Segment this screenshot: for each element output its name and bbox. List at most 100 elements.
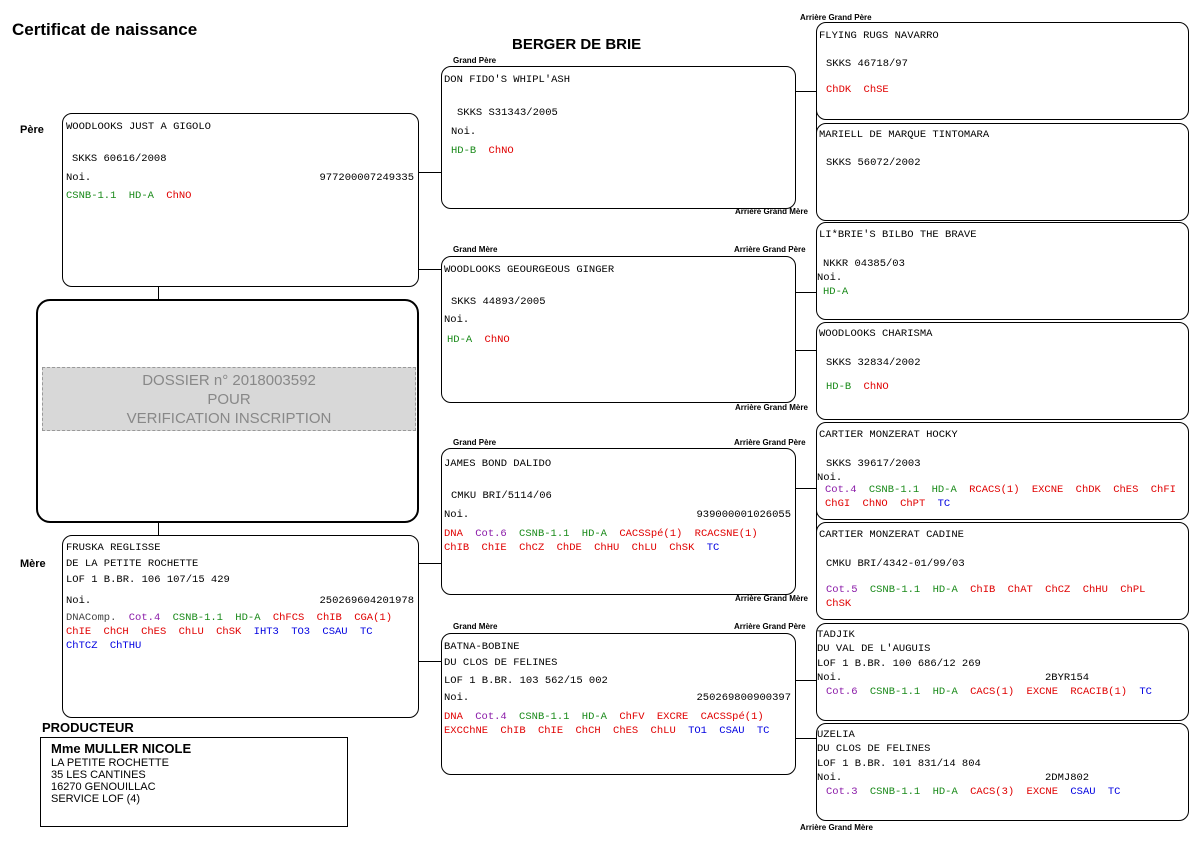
great-grandparent-card-4: WOODLOOKS CHARISMA SKKS 32834/2002 HD-B … [816, 322, 1189, 420]
title-tag: TC [706, 542, 720, 554]
title-tag: ChAT [1007, 584, 1033, 596]
dog-registration: CMKU BRI/4342-01/99/03 [826, 558, 965, 570]
great-grandparent-card-8: UZELIA DU CLOS DE FELINES LOF 1 B.BR. 10… [816, 723, 1189, 821]
label-arriere-gm-3: Arrière Grand Mère [735, 594, 808, 603]
title-tag: IHT3 [253, 626, 279, 638]
dog-name: FLYING RUGS NAVARRO [819, 30, 939, 42]
title-tag: ChLU [631, 542, 657, 554]
title-tag: RCACS(1) [969, 484, 1020, 496]
connector-line [795, 680, 816, 681]
mother-card: FRUSKA REGLISSE DE LA PETITE ROCHETTE LO… [62, 535, 419, 718]
title-tag: ChES [1113, 484, 1139, 496]
label-arriere-gp-1: Arrière Grand Père [800, 13, 872, 22]
title-tag: RCACIB(1) [1070, 686, 1128, 698]
dog-name: WOODLOOKS GEOURGEOUS GINGER [444, 264, 615, 276]
dog-registration: SKKS 39617/2003 [826, 458, 921, 470]
dog-chip: 2DMJ802 [1045, 772, 1090, 784]
title-tag: ChIE [537, 725, 564, 737]
title-tag: CSAU [322, 626, 348, 638]
title-tag: HD-A [823, 286, 849, 298]
title-tag: EXCNE [1026, 786, 1059, 798]
producer-box: Mme MULLER NICOLE LA PETITE ROCHETTE 35 … [40, 737, 348, 827]
great-grandparent-card-3: LI*BRIE'S BILBO THE BRAVE NKKR 04385/03 … [816, 222, 1189, 320]
title-tag: ChNO [166, 190, 192, 202]
title-tag: Cot.3 [826, 786, 858, 798]
title-tag: DNAComp. [66, 612, 117, 624]
title-tag: RCACSNE(1) [694, 528, 758, 540]
dog-name: FRUSKA REGLISSE [66, 542, 161, 554]
title-tag: ChTCZ [66, 640, 98, 652]
label-arriere-gp-4: Arrière Grand Père [734, 622, 806, 631]
title-tag: ChHU [1082, 584, 1108, 596]
title-tag: TC [756, 725, 770, 737]
connector-line [795, 738, 816, 739]
label-arriere-gp-2: Arrière Grand Père [734, 245, 806, 254]
connector-line [158, 287, 159, 300]
title-tag: ChDE [556, 542, 582, 554]
title-tag: CACSSpé(1) [700, 711, 764, 723]
title-tag: ChFCS [272, 612, 305, 624]
title-tag: HD-A [932, 584, 958, 596]
title-tag: EXCRE [656, 711, 689, 723]
dossier-frame: DOSSIER n° 2018003592 POUR VERIFICATION … [36, 299, 419, 523]
dog-titles: Cot.3 CSNB-1.1 HD-A CACS(3) EXCNE CSAU T… [826, 785, 1186, 799]
title-tag: CSNB-1.1 [868, 484, 920, 496]
dog-registration: SKKS 44893/2005 [451, 296, 546, 308]
title-tag: ChSK [826, 598, 852, 610]
dog-registration: SKKS 46718/97 [826, 58, 908, 70]
dog-name: DON FIDO'S WHIPL'ASH [444, 74, 571, 86]
title-tag: ChIE [481, 542, 507, 554]
connector-line [795, 292, 816, 293]
title-tag: HD-A [235, 612, 261, 624]
dog-registration: LOF 1 B.BR. 101 831/14 804 [817, 758, 981, 770]
title-tag: EXCChNE [444, 725, 489, 737]
title-tag: CSAU [1070, 786, 1096, 798]
title-tag: ChIB [500, 725, 526, 737]
dog-color: Noi. [66, 172, 92, 184]
title-tag: CSNB-1.1 [869, 786, 921, 798]
dog-registration: LOF 1 B.BR. 103 562/15 002 [444, 675, 608, 687]
dog-name: LI*BRIE'S BILBO THE BRAVE [819, 229, 977, 241]
dossier-purpose: VERIFICATION INSCRIPTION [126, 410, 332, 427]
title-tag: HD-B [451, 145, 477, 157]
dog-titles: Cot.6 CSNB-1.1 HD-A CACS(1) EXCNE RCACIB… [826, 685, 1186, 699]
title-tag: ChLU [650, 725, 676, 737]
dossier-number: DOSSIER n° 2018003592 [142, 372, 316, 389]
dog-registration: SKKS 60616/2008 [72, 153, 167, 165]
dog-chip: 2BYR154 [1045, 672, 1090, 684]
title-tag: ChTHU [109, 640, 142, 652]
producer-address-line: LA PETITE ROCHETTE [51, 757, 169, 769]
title-tag: HD-A [447, 334, 473, 346]
great-grandparent-card-2: MARIELL DE MARQUE TINTOMARA SKKS 56072/2… [816, 123, 1189, 221]
title-tag: ChES [141, 626, 167, 638]
great-grandparent-card-5: CARTIER MONZERAT HOCKY SKKS 39617/2003 N… [816, 422, 1189, 520]
title-tag: HD-A [932, 686, 958, 698]
dog-registration: NKKR 04385/03 [823, 258, 905, 270]
title-tag: TC [1107, 786, 1121, 798]
dog-color: Noi. [817, 672, 843, 684]
dog-affix: DE LA PETITE ROCHETTE [66, 558, 199, 570]
title-tag: ChGI [825, 498, 851, 510]
title-tag: TO3 [291, 626, 311, 638]
dog-titles: DNA Cot.6 CSNB-1.1 HD-A CACSSpé(1) RCACS… [444, 527, 792, 555]
label-arriere-gm-4: Arrière Grand Mère [800, 823, 873, 832]
dog-name: CARTIER MONZERAT CADINE [819, 529, 964, 541]
title-tag: EXCNE [1031, 484, 1064, 496]
title-tag: CSNB-1.1 [519, 711, 570, 723]
dog-name: UZELIA [817, 729, 855, 741]
title-tag: ChCZ [1045, 584, 1071, 596]
label-arriere-gm-1: Arrière Grand Mère [735, 207, 808, 216]
great-grandparent-card-7: TADJIK DU VAL DE L'AUGUIS LOF 1 B.BR. 10… [816, 623, 1189, 721]
dog-chip: 977200007249335 [319, 172, 414, 184]
title-tag: ChNO [484, 334, 510, 346]
title-tag: HD-B [826, 381, 852, 393]
dog-titles: DNA Cot.4 CSNB-1.1 HD-A ChFV EXCRE CACSS… [444, 710, 792, 738]
dog-color: Noi. [817, 472, 843, 484]
dog-color: Noi. [451, 126, 477, 138]
title-tag: ChES [613, 725, 639, 737]
breed-title: BERGER DE BRIE [512, 36, 642, 53]
dog-name: CARTIER MONZERAT HOCKY [819, 429, 958, 441]
mother-label: Mère [20, 558, 46, 570]
dog-titles: Cot.5 CSNB-1.1 HD-A ChIB ChAT ChCZ ChHU … [826, 583, 1186, 611]
